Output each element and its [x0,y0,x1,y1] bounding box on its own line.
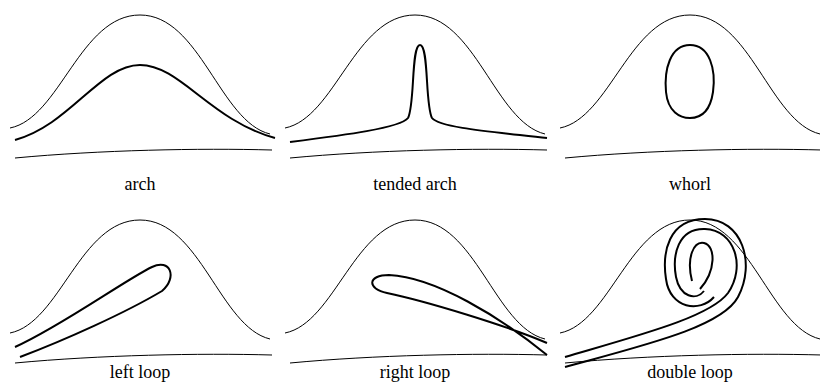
pattern-caption: double loop [647,362,733,384]
pattern-caption: whorl [669,174,711,196]
pattern-caption: arch [125,174,156,196]
left-loop-pattern [10,220,272,363]
pattern-caption: right loop [380,362,451,384]
right-loop-pattern [285,220,547,363]
tended-arch-pattern [285,15,547,158]
double-loop-pattern [560,219,820,367]
whorl-pattern [560,15,820,158]
pattern-caption: tended arch [373,174,456,196]
arch-pattern [10,15,275,158]
pattern-caption: left loop [110,362,171,384]
